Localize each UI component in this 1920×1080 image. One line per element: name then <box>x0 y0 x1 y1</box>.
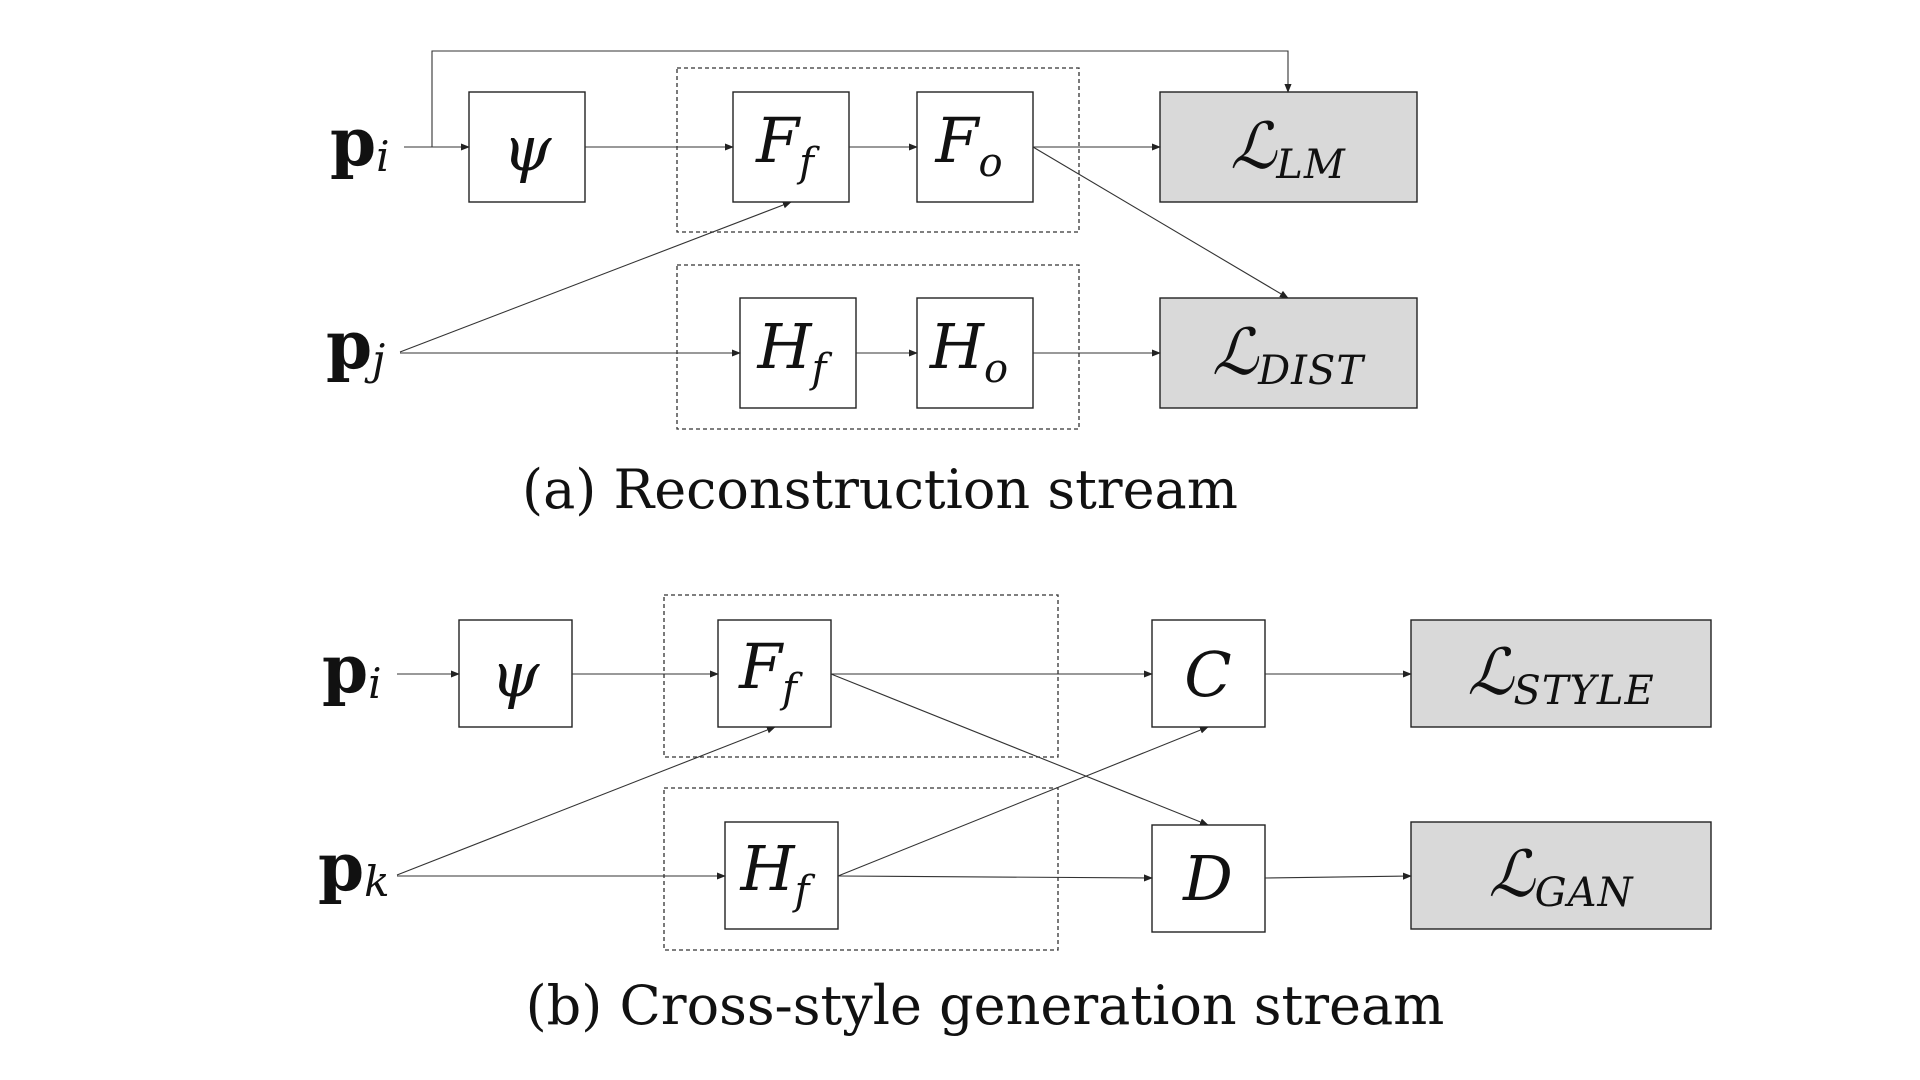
block-ho-a-label: Ho <box>929 310 1008 392</box>
block-hf-a-label: Hf <box>757 310 833 392</box>
block-psi-b-box <box>458 619 573 728</box>
wire-d-to-gan <box>1264 872 1412 880</box>
loss-gan-box <box>1410 821 1712 930</box>
wire-pi-to-lm-bypass <box>431 50 1292 147</box>
group-f-network-a <box>676 67 1080 233</box>
wire-ff-to-d <box>830 673 1209 826</box>
block-ff-b-box <box>717 619 832 728</box>
block-ff-a-box <box>732 91 850 203</box>
wire-hf-to-d <box>837 874 1153 882</box>
loss-dist-label: ℒDIST <box>1212 317 1366 394</box>
wire-pk-to-ff-b <box>396 726 776 876</box>
input-pi-b: pi <box>322 630 382 708</box>
wire-pj-to-ff-a <box>399 201 792 353</box>
group-h-network-b <box>663 787 1059 951</box>
block-fo-a-label: Fo <box>934 104 1002 186</box>
panel-b: pi pk ψ Ff Hf C D ℒSTYLE ℒGAN (b) Cross-… <box>318 594 1712 1037</box>
wire-hf-to-c <box>837 726 1209 877</box>
block-hf-b-box <box>724 821 839 930</box>
caption-b: (b) Cross-style generation stream <box>526 974 1445 1037</box>
input-pj-a: pj <box>326 306 385 384</box>
input-pi-a: pi <box>330 103 390 181</box>
block-psi-a-label: ψ <box>503 112 553 185</box>
block-d-label: D <box>1182 842 1233 915</box>
block-c-label: C <box>1184 638 1231 711</box>
loss-style-label: ℒSTYLE <box>1467 637 1654 714</box>
loss-lm-label: ℒLM <box>1230 111 1346 188</box>
loss-dist-box <box>1159 297 1418 409</box>
block-d-box <box>1151 824 1266 933</box>
block-psi-b-label: ψ <box>491 638 541 711</box>
loss-gan-label: ℒGAN <box>1489 839 1635 916</box>
input-pk-b: pk <box>318 828 390 906</box>
group-f-network-b <box>663 594 1059 758</box>
panel-a: pi pj ψ Ff Fo Hf Ho ℒLM ℒDIST (a) Recons… <box>326 50 1418 521</box>
loss-lm-box <box>1159 91 1418 203</box>
group-h-network-a <box>676 264 1080 430</box>
caption-a: (a) Reconstruction stream <box>522 458 1238 521</box>
wire-fo-to-dist <box>1032 146 1289 299</box>
